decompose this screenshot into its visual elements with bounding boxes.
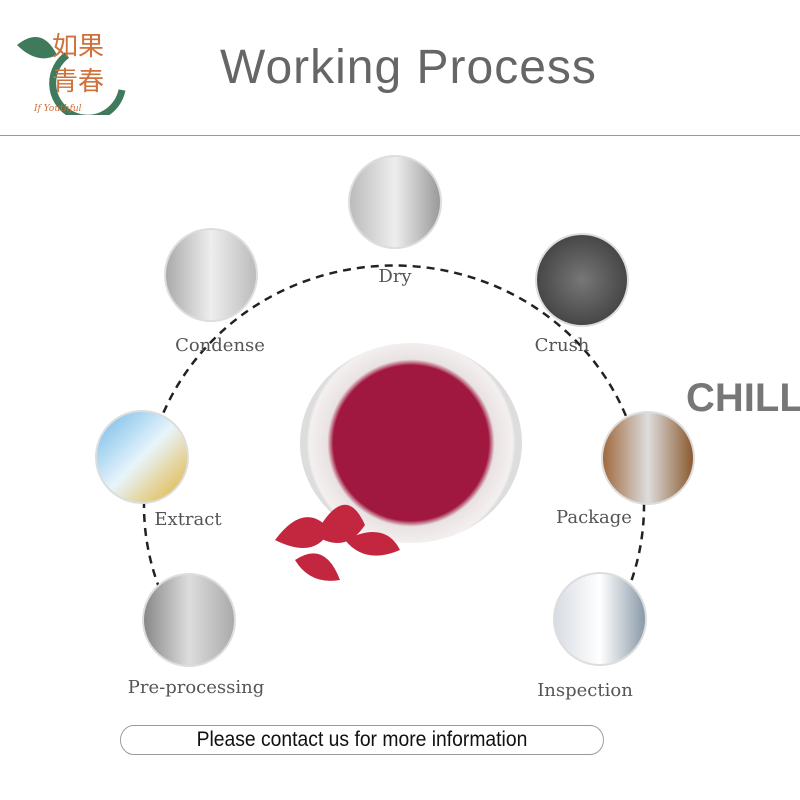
brand-watermark: CHILLI (686, 376, 800, 420)
step-package-image (601, 411, 695, 505)
svg-text:If Youthful: If Youthful (33, 104, 82, 114)
step-inspection-label: Inspection (537, 680, 633, 701)
step-condense-image (164, 228, 258, 322)
step-extract-label: Extract (154, 509, 222, 530)
step-preprocessing-label: Pre-processing (127, 677, 265, 698)
page-title: Working Process (220, 41, 597, 94)
step-crush-label: Crush (534, 335, 590, 356)
step-inspection-image (553, 572, 647, 666)
step-package-label: Package (556, 507, 632, 528)
step-dry-label: Dry (378, 266, 412, 287)
step-condense-label: Condense (175, 335, 265, 356)
contact-button[interactable]: Please contact us for more information (120, 725, 604, 755)
step-crush-image (535, 233, 629, 327)
svg-text:如果: 如果 (52, 32, 104, 62)
step-extract-image (95, 410, 189, 504)
step-dry-image (348, 155, 442, 249)
hibiscus-flower-image (275, 504, 400, 581)
svg-text:青春: 青春 (52, 67, 104, 97)
step-preprocessing-image (142, 573, 236, 667)
logo: 如果 青春 If Youthful (12, 15, 137, 122)
divider (0, 135, 800, 136)
